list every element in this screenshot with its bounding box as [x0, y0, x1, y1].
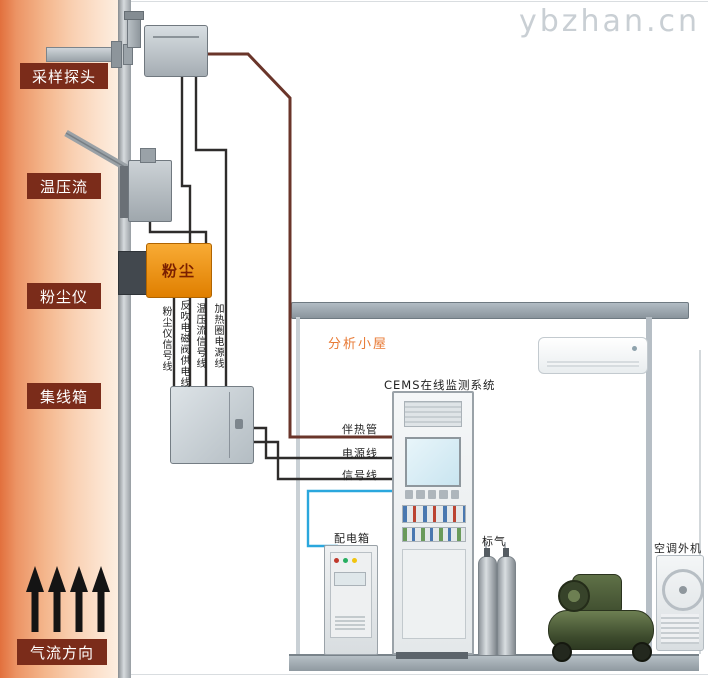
heat-trace-label: 伴热管	[342, 423, 378, 436]
cabinet-analyzer-module-1	[402, 505, 466, 523]
junction-door-seam	[229, 392, 230, 458]
probe-top-cap	[124, 11, 144, 20]
heater-power-wire	[194, 75, 228, 388]
cabinet-vent	[404, 401, 462, 427]
stack-label-sampling-probe: 采样探头	[20, 63, 108, 89]
junction-box-unit	[170, 386, 254, 464]
std-gas-label: 标气	[482, 535, 506, 548]
probe-top-stub	[127, 16, 141, 48]
right-edge-pipe	[699, 350, 701, 654]
tpf-sensor-stub	[140, 148, 156, 163]
cems-system-title: CEMS在线监测系统	[384, 378, 496, 392]
chimney-stack	[0, 0, 118, 678]
riser-label-tpf-signal: 温压流信号线	[194, 303, 205, 369]
dust-meter-text: 粉尘	[161, 262, 196, 280]
stack-label-junction-box: 集线箱	[27, 383, 101, 409]
dust-meter-mount	[118, 251, 150, 295]
probe-box-detail	[153, 36, 199, 38]
ac-indoor-unit	[538, 337, 648, 374]
stack-label-airflow: 气流方向	[17, 639, 107, 665]
tpf-sensor-unit	[128, 160, 172, 222]
sampling-probe-unit	[144, 25, 208, 77]
riser-label-heater-power: 加热圈电源线	[212, 303, 223, 369]
signal-line-label: 信号线	[342, 469, 378, 482]
power-box-label: 配电箱	[334, 532, 370, 545]
junction-latch	[235, 419, 243, 429]
dust-meter-unit: 粉尘	[146, 243, 212, 298]
power-distribution-box	[324, 545, 378, 655]
ac-outdoor-grille	[661, 614, 699, 644]
ac-outdoor-label: 空调外机	[654, 542, 702, 555]
compressor-wheel-right	[632, 642, 652, 662]
stack-label-tpf: 温压流	[27, 173, 101, 199]
cylinder2-valve	[503, 548, 509, 557]
ac-indoor-vent	[547, 360, 639, 367]
blue-power-feed-wire	[306, 489, 394, 548]
shed-wall-right	[646, 317, 652, 655]
riser-label-dust-signal: 粉尘仪信号线	[160, 306, 171, 372]
compressor-belt-guard	[558, 580, 590, 612]
signal-line-wire	[252, 440, 394, 481]
ac-outdoor-unit	[656, 555, 704, 651]
compressor-wheel-left	[552, 642, 572, 662]
tpf-mount-plate	[120, 166, 128, 218]
probe-flange	[111, 41, 122, 68]
riser-label-blowback-power: 反吹电磁阀供电线	[178, 300, 189, 388]
power-box-vent	[335, 616, 365, 630]
ac-indoor-led	[632, 346, 637, 351]
ac-outdoor-fan	[662, 569, 704, 611]
heat-trace-wire	[204, 52, 394, 439]
airflow-arrows	[26, 566, 110, 632]
gas-cylinder-1	[478, 548, 497, 656]
page-top-rule	[0, 1, 708, 2]
stack-label-dust-meter: 粉尘仪	[27, 283, 101, 309]
page-bottom-rule	[0, 674, 708, 675]
watermark-text: ybzhan.cn	[519, 4, 700, 39]
tpf-probe-pipe-edge	[65, 132, 131, 171]
power-line-label: 电源线	[342, 447, 378, 460]
cabinet-screen	[405, 437, 461, 487]
cylinder1-valve	[484, 548, 490, 557]
cabinet-analyzer-module-2	[402, 527, 466, 542]
cabinet-base	[396, 652, 468, 659]
power-box-indicators	[334, 558, 357, 563]
ac-outdoor-fan-hub	[679, 586, 687, 594]
gas-cylinder-2	[497, 548, 516, 656]
shed-title: 分析小屋	[328, 337, 389, 352]
cabinet-buttons	[405, 490, 460, 499]
cabinet-lower-door	[402, 549, 466, 639]
shed-wall-left	[296, 317, 300, 655]
power-box-meter	[334, 572, 366, 586]
tpf-signal-wire	[148, 220, 208, 388]
cems-cabinet	[392, 391, 474, 659]
